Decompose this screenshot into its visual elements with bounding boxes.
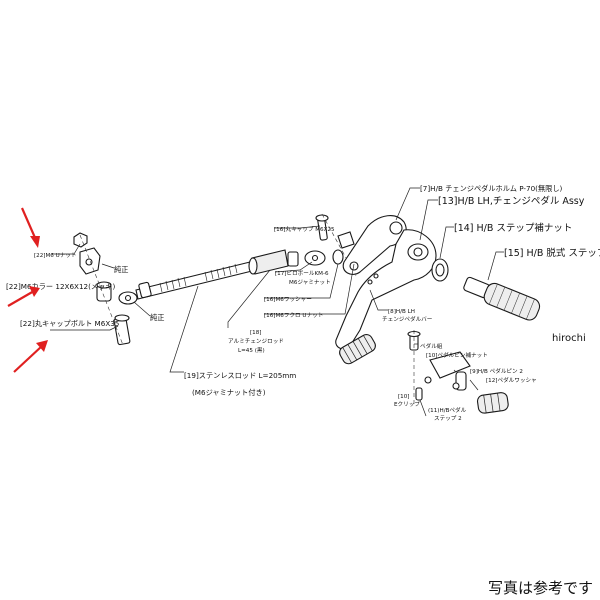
pedal-assembly bbox=[335, 215, 541, 414]
left-linkage bbox=[73, 232, 138, 346]
red-arrow-1 bbox=[20, 207, 40, 248]
label-22-nut: [22]M6 Uナット bbox=[34, 252, 77, 259]
label-13: [13]H/B LH,チェンジペダル Assy bbox=[438, 195, 585, 207]
label-11: (11)H/Bペダル bbox=[428, 406, 467, 414]
change-rod bbox=[135, 213, 365, 300]
watermark: hirochi bbox=[552, 333, 586, 344]
red-arrow-3 bbox=[13, 340, 48, 373]
label-16-cap: [16]丸キャップ M6X25 bbox=[274, 225, 335, 233]
label-18: [18] bbox=[250, 330, 261, 336]
label-8: [8]H/B LH bbox=[388, 309, 415, 315]
label-15: [15] H/B 脱式 ステップ台 bbox=[504, 247, 600, 259]
label-17: [17]ピロボールKM-6 bbox=[275, 269, 329, 277]
label-12: [12]ペダルワッシャ bbox=[486, 376, 537, 384]
part-labels: [7]H/B チェンジペダルホルム P-70(無限し) [13]H/B LH,チ… bbox=[6, 184, 600, 422]
label-10-nut: [10]ペダルピン補ナット bbox=[426, 351, 488, 359]
highlight-arrows bbox=[7, 207, 48, 373]
label-10-group: ペダル組 bbox=[420, 342, 443, 350]
label-9: [9]H/B ペダルピン 2 bbox=[470, 367, 523, 375]
label-22-bolt: [22]丸キャップボルト M6X35 bbox=[20, 319, 119, 328]
label-18-name: アルミチェンジロッド bbox=[228, 338, 284, 345]
label-16-washer: [16]M6ワッシャー bbox=[264, 296, 312, 303]
label-22-collar: [22]M6カラー 12X6X12(メッキ) bbox=[6, 282, 115, 291]
label-14: [14] H/B ステップ補ナット bbox=[454, 222, 572, 234]
label-16-nut: [16]M6フクロ Uナット bbox=[264, 312, 323, 319]
label-genuine-1: 純正 bbox=[114, 265, 128, 274]
label-8-name: チェンジペダルバー bbox=[382, 315, 433, 323]
label-10-clip-num: [10] bbox=[398, 394, 409, 400]
footer-note: 写真は参考です bbox=[488, 579, 593, 597]
red-arrow-2 bbox=[7, 286, 40, 307]
label-7: [7]H/B チェンジペダルホルム P-70(無限し) bbox=[420, 184, 563, 193]
label-18-spec: L=45 (黒) bbox=[238, 347, 265, 354]
label-19-note: (M6ジャミナット付き) bbox=[192, 388, 266, 397]
label-17-jamnut: M6ジャミナット bbox=[289, 279, 331, 286]
label-10-clip: Eクリップ bbox=[394, 401, 420, 408]
leader-lines bbox=[50, 187, 504, 417]
label-genuine-2: 純正 bbox=[150, 313, 164, 322]
label-19: [19]ステンレスロッド L=205mm bbox=[184, 371, 296, 380]
label-11-name: ステップ 2 bbox=[434, 415, 462, 422]
